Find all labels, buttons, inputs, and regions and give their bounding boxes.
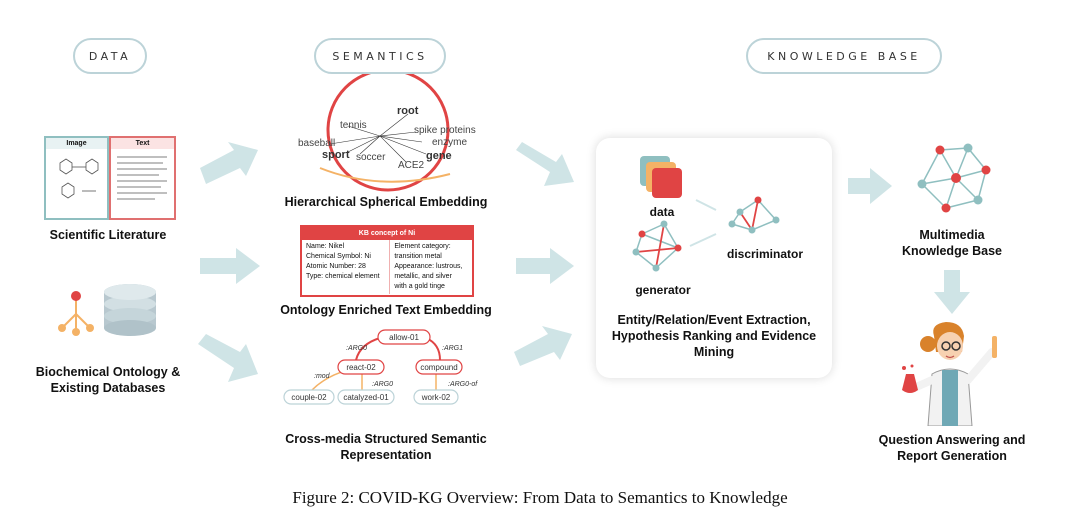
amr-edge-arg0: :ARG0 [372, 381, 393, 388]
spherical-embedding-label: Hierarchical Spherical Embedding [284, 195, 488, 209]
scientific-literature-label: Scientific Literature [49, 228, 167, 242]
ontology-label-line1: Biochemical Ontology & [35, 365, 181, 379]
arrow-kb-to-qa [934, 270, 970, 314]
gan-data-label: data [649, 205, 675, 219]
scientist-illustration [902, 322, 997, 426]
arrow-extraction-to-kb [848, 168, 892, 204]
node-gene: gene [426, 150, 452, 162]
ontology-embedding-label: Ontology Enriched Text Embedding [280, 303, 492, 317]
spherical-embedding-diagram: tennis root baseball sport soccer spike … [298, 74, 476, 192]
node-enzyme: enzyme [432, 137, 467, 148]
header-knowledge-base: KNOWLEDGE BASE [746, 38, 942, 74]
kb-field: with a gold tinge [394, 283, 445, 290]
arrow-data-to-spherical [200, 142, 258, 184]
kb-field: Chemical Symbol: Ni [306, 253, 371, 260]
node-ace2: ACE2 [398, 160, 425, 171]
molecule-icon [59, 158, 99, 199]
amr-graph: allow-01 react-02 compound couple-02 cat… [283, 329, 478, 405]
extraction-label-line2: Hypothesis Ranking and Evidence [611, 329, 817, 343]
gan-discriminator-label: discriminator [726, 247, 804, 261]
header-semantics: SEMANTICS [314, 38, 446, 74]
arrow-data-to-amr [198, 334, 258, 382]
image-tab-label: Image [46, 138, 107, 149]
amr-node-catalyzed: catalyzed-01 [343, 393, 389, 402]
node-root: root [397, 105, 419, 117]
gan-generator-label: generator [635, 283, 691, 297]
kb-field: metallic, and silver [394, 273, 452, 280]
knowledge-graph-icon [917, 143, 991, 213]
arrow-amr-to-extraction [514, 326, 572, 366]
kb-field: Atomic Number: 28 [306, 263, 366, 270]
arrow-spherical-to-extraction [516, 142, 574, 186]
ontology-label-line2: Existing Databases [50, 381, 166, 395]
extraction-label-line1: Entity/Relation/Event Extraction, [617, 313, 811, 327]
extraction-label-line3: Mining [693, 345, 735, 359]
text-card: Text [109, 136, 176, 220]
kb-label-line2: Knowledge Base [901, 244, 1003, 258]
arrow-data-to-ontology [200, 248, 260, 284]
text-lines-icon [117, 156, 167, 200]
amr-node-compound: compound [420, 363, 457, 372]
kb-label-line1: Multimedia [919, 228, 985, 242]
arrow-ontology-to-extraction [516, 248, 574, 284]
amr-edge-arg0-of: :ARG0-of [448, 381, 478, 388]
header-data: DATA [73, 38, 147, 74]
amr-node-couple: couple-02 [291, 393, 327, 402]
text-tab-label: Text [111, 138, 174, 149]
kb-card-left: Name: Nikel Chemical Symbol: Ni Atomic N… [302, 240, 391, 294]
node-baseball: baseball [298, 138, 335, 149]
amr-node-allow: allow-01 [389, 333, 419, 342]
gan-diagram [632, 156, 780, 272]
kb-field: transition metal [394, 253, 442, 260]
qa-label-line2: Report Generation [897, 449, 1007, 463]
amr-edge-arg0: :ARG0 [346, 345, 367, 352]
amr-edge-mod: :mod [314, 373, 331, 380]
kb-field: Name: Nikel [306, 243, 345, 250]
node-tennis: tennis [340, 120, 367, 131]
amr-edge-arg1: :ARG1 [442, 345, 463, 352]
kb-concept-card: KB concept of Ni Name: Nikel Chemical Sy… [300, 225, 474, 297]
ontology-database-icon [58, 284, 156, 336]
kb-field: Appearance: lustrous, [394, 263, 463, 270]
amr-label-line1: Cross-media Structured Semantic [285, 432, 487, 446]
node-spike-proteins: spike proteins [414, 125, 476, 136]
kb-field: Element category: [394, 243, 451, 250]
image-card: Image [44, 136, 109, 220]
qa-label-line1: Question Answering and [878, 433, 1026, 447]
kb-field: Type: chemical element [306, 273, 380, 280]
kb-card-title: KB concept of Ni [302, 227, 472, 240]
amr-label-line2: Representation [340, 448, 432, 462]
flow-arrows [198, 142, 970, 382]
extraction-panel [596, 138, 832, 378]
kb-card-right: Element category: transition metal Appea… [390, 240, 472, 294]
node-sport: sport [322, 149, 350, 161]
amr-node-work: work-02 [421, 393, 451, 402]
node-soccer: soccer [356, 152, 386, 163]
amr-node-react: react-02 [346, 363, 376, 372]
figure-caption: Figure 2: COVID-KG Overview: From Data t… [292, 488, 788, 507]
